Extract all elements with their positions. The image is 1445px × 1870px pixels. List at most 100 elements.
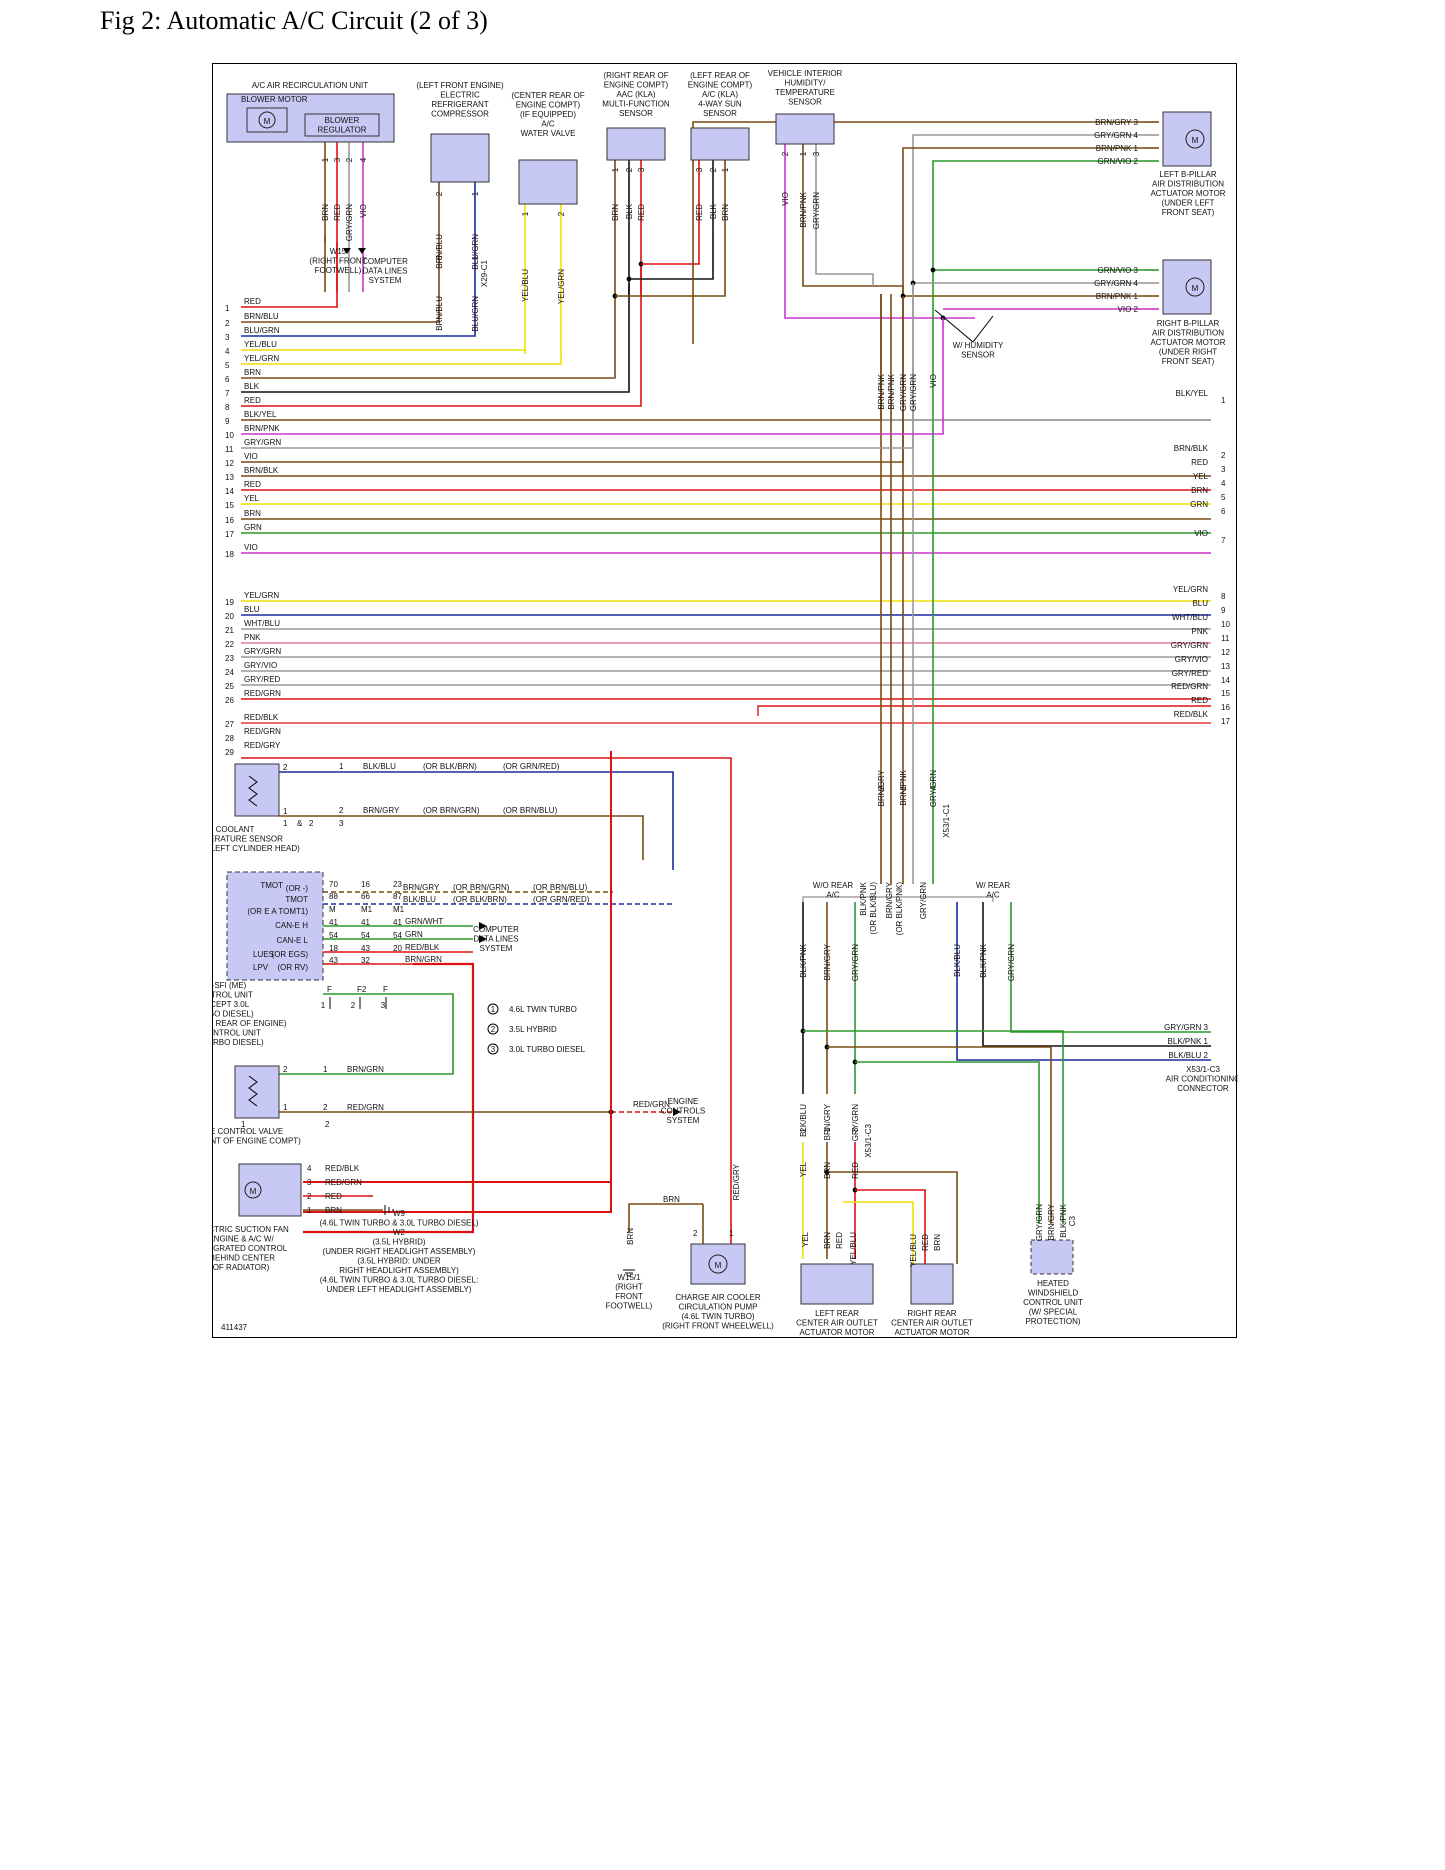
bus-number: 6 <box>1221 507 1226 516</box>
connector-label: X29-C1 <box>480 259 489 287</box>
left-rear-motor-label: ACTUATOR MOTOR <box>799 1328 874 1337</box>
sun-sensor-label: 4-WAY SUN <box>698 100 742 109</box>
bus-wire-label: GRY/VIO <box>244 661 277 670</box>
bus-number: 4 <box>1221 479 1226 488</box>
variant-marker: 3 <box>381 1001 386 1010</box>
humidity-sensor-label: VEHICLE INTERIOR <box>768 69 843 78</box>
wire <box>855 1189 926 1264</box>
wire-label: (OR BLK/BRN) <box>453 895 507 904</box>
bus-wire-label: BRN/BLK <box>1174 444 1209 453</box>
wo-rear-label: W/O REAR <box>813 881 854 890</box>
bus-wire-label: VIO <box>244 543 258 552</box>
wire-label: 1 <box>307 1206 312 1215</box>
left-b-pillar-label: FRONT SEAT) <box>1162 208 1215 217</box>
bus-number: 4 <box>225 347 230 356</box>
w15-label: (RIGHT FRONT <box>309 257 366 266</box>
suction-fan-label: ELECTRIC SUCTION FAN <box>213 1225 289 1234</box>
bus-number: 22 <box>225 640 234 649</box>
ecm-pin: 54 <box>393 931 402 940</box>
right-b-pillar-label: RIGHT B-PILLAR <box>1157 319 1220 328</box>
wire-label: RED/GRN <box>633 1100 670 1109</box>
aac-sensor-label: SENSOR <box>619 109 653 118</box>
sun-sensor-label: (LEFT REAR OF <box>690 71 750 80</box>
legend-marker: 3 <box>491 1045 496 1054</box>
pin-label: VIO 2 <box>1118 305 1139 314</box>
w9-label: (3.5L HYBRID) <box>372 1238 425 1247</box>
bus-number: 13 <box>1221 662 1230 671</box>
wire <box>615 234 726 297</box>
blower-wire-label: BRN <box>321 204 330 221</box>
w9-label: UNDER LEFT HEADLIGHT ASSEMBLY) <box>327 1285 472 1294</box>
cdl-top-label: COMPUTER <box>362 257 408 266</box>
blower-regulator-box <box>304 113 380 137</box>
w15-label: FOOTWELL) <box>315 266 362 275</box>
bus-wire-label: YEL <box>1193 472 1209 481</box>
bus-wire-label: RED/GRY <box>244 741 281 750</box>
left-b-pillar-label: LEFT B-PILLAR <box>1159 170 1216 179</box>
bus-number: 25 <box>225 682 234 691</box>
wire <box>932 160 1143 294</box>
aac-sensor-box <box>606 127 666 161</box>
water-valve-label: (IF EQUIPPED) <box>520 110 576 119</box>
wire <box>956 1004 1211 1061</box>
vertical-wire-label: (OR BLK/BLU) <box>869 882 878 935</box>
wire <box>241 284 630 393</box>
pin-number: 2 <box>557 211 566 216</box>
bus-wire-label: RED/GRN <box>1171 682 1208 691</box>
sun-sensor-label: ENGINE COMPT) <box>688 81 753 90</box>
compressor-label: (LEFT FRONT ENGINE) <box>416 81 504 90</box>
ac-connector-label: AIR CONDITIONING <box>1166 1075 1238 1084</box>
pin-label: BRN/PNK 1 <box>1096 292 1139 301</box>
right-b-pillar-box <box>1162 259 1212 315</box>
vertical-wire-label: BRN/PNK <box>899 769 908 805</box>
cdl-mid-label: DATA LINES <box>473 935 518 944</box>
vertical-wire-label: BLU/GRN <box>471 296 480 332</box>
bus-wire-label: RED/BLK <box>244 713 279 722</box>
suction-fan-label: ENGINE & A/C W/ <box>213 1235 274 1244</box>
wire <box>843 1201 914 1264</box>
wire-label: (OR BLK/BRN) <box>423 762 477 771</box>
cdl-top-label: DATA LINES <box>362 267 407 276</box>
wire-label: BLK/BLU <box>363 762 396 771</box>
ground-icon <box>384 1205 394 1215</box>
w-rear-label: A/C <box>986 891 1000 900</box>
vertical-wire-label: GRY/GRN <box>1007 944 1016 981</box>
ecm-pin: 41 <box>361 918 370 927</box>
sun-sensor-box <box>690 127 750 161</box>
legend-marker <box>487 1023 499 1035</box>
vertical-wire-label: BLK <box>709 203 718 219</box>
wire <box>241 314 476 337</box>
purge-label: PURGE CONTROL VALVE <box>213 1127 283 1136</box>
ecm-pin: 32 <box>361 956 370 965</box>
bus-number: 10 <box>225 431 234 440</box>
bus-wire-label: BLK/YEL <box>1176 389 1209 398</box>
purge-valve-box <box>234 1065 280 1119</box>
wire-label: RED/GRN <box>325 1178 362 1187</box>
arrow-icon <box>673 1108 681 1116</box>
bus-wire-label: BRN <box>244 368 261 377</box>
bus-number: 3 <box>1221 465 1226 474</box>
right-rear-motor-box <box>910 1263 954 1305</box>
bus-wire-label: YEL/BLU <box>244 340 277 349</box>
wire-label: BRN/GRY <box>403 883 440 892</box>
legend-label: 3.0L TURBO DIESEL <box>509 1045 586 1054</box>
aac-sensor-label: MULTI-FUNCTION <box>602 100 670 109</box>
ecm-pin: 87 <box>393 892 402 901</box>
bus-wire-label: YEL/GRN <box>244 591 279 600</box>
pin-number: 1 <box>471 255 480 260</box>
aac-sensor-label: ENGINE COMPT) <box>604 81 669 90</box>
pin-number: 2 <box>709 167 718 172</box>
bus-wire-label: BLK <box>244 382 260 391</box>
pin-number: 4 <box>929 785 938 790</box>
wire-label: 3 <box>307 1178 312 1187</box>
wire-label: RED <box>325 1192 342 1201</box>
wire-label: 1 <box>241 1120 246 1129</box>
vertical-wire-label: RED <box>835 1232 844 1249</box>
wire <box>827 1046 1052 1224</box>
pin-number: 1 <box>721 167 730 172</box>
w15-1-label: (RIGHT <box>615 1283 643 1292</box>
legend-marker <box>487 1043 499 1055</box>
bus-number: 16 <box>225 516 234 525</box>
vertical-wire-label: VIO <box>929 374 938 388</box>
